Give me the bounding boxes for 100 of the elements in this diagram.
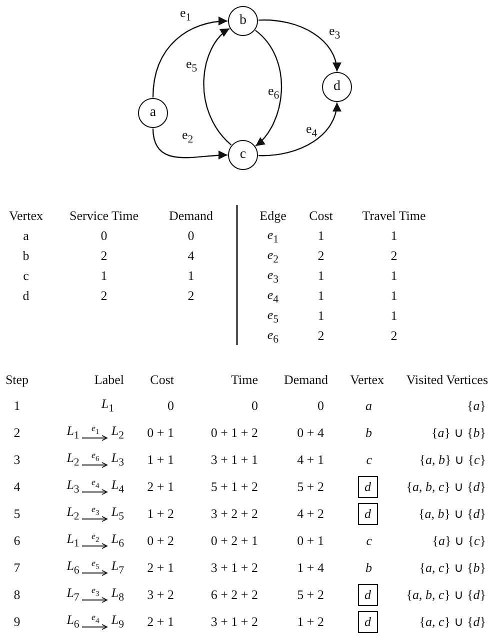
edge-symbol: e$_{6}$ [267,326,279,346]
label-symbol: L$_{6}$ [66,612,80,631]
arrow [255,30,282,146]
value-text: 2 [318,248,324,264]
vertex-name: b [22,248,30,264]
step-number: 3 [14,452,20,468]
formula-text: 6 + 2 + 2 [210,586,258,602]
formula-text: 2 + 1 [147,560,174,576]
highlighted-vertex: d [358,610,378,632]
set-text: {a} [467,398,487,414]
formula-text: 5 + 2 [297,586,325,602]
value-text: 1 [100,268,108,284]
edge-symbol: e$_{6}$ [91,450,100,462]
formula-text: 3 + 2 [147,586,174,602]
label-symbol: L$_{5}$ [111,504,124,523]
formula-text: 3 + 1 + 2 [210,560,258,576]
value-text: 2 [188,288,194,304]
value-text: 1 [390,288,398,304]
label-symbol: L$_{4}$ [111,477,124,496]
value-text: 1 [188,268,194,284]
label-symbol: L$_{7}$ [111,558,124,577]
column-header: Time [231,372,258,388]
label-symbol: L$_{8}$ [111,585,124,604]
step-number: 8 [14,586,20,602]
step-number: 5 [14,506,20,522]
label-symbol: L$_{9}$ [111,612,124,631]
formula-text: 1 + 2 [297,614,325,630]
set-text: {a} ∪ {c} [432,532,487,548]
value-text: 0 [188,228,194,244]
label-symbol: L$_{3}$ [66,477,80,496]
arrow [258,20,341,72]
column-header: Demand [284,372,328,388]
label-symbol: L$_{2}$ [66,450,80,469]
edge-symbol: e$_{4}$ [91,612,100,624]
edge-label: e$_{5}$ [186,57,198,74]
vertex-name: d [22,288,30,304]
formula-text: 1 + 1 [147,452,174,468]
highlighted-vertex: d [358,584,378,606]
label-symbol: L$_{1}$ [101,396,115,415]
formula-text: 0 [168,398,174,414]
formula-text: 0 + 1 [147,424,174,440]
value-text: 1 [390,228,398,244]
edge-label: e$_{6}$ [268,84,280,102]
formula-text: 2 + 1 [147,478,174,494]
label-symbol: L$_{2}$ [66,504,80,523]
vertex-name: b [366,560,373,576]
value-text: 1 [390,308,398,324]
vertex-circle: a [138,98,168,128]
edge-symbol: e$_{2}$ [267,246,279,266]
set-text: {a, c} ∪ {b} [419,560,487,576]
step-number: 2 [14,424,20,440]
formula-text: 3 + 1 + 2 [210,614,258,630]
formula-text: 0 [318,398,325,414]
label-symbol: L$_{6}$ [111,531,124,550]
value-text: 2 [100,288,108,304]
vertex-circle: c [228,140,258,170]
column-header: Demand [168,208,214,224]
label-symbol: L$_{7}$ [66,585,80,604]
formula-text: 4 + 1 [297,452,325,468]
arrow [203,28,232,146]
column-header: Cost [150,372,174,388]
column-header: Step [5,372,29,388]
set-text: {a, b, c} ∪ {d} [406,478,487,494]
formula-text: 1 + 4 [297,560,325,576]
value-text: 1 [318,288,324,304]
value-text: 2 [100,248,108,264]
vertex-name: c [366,452,373,468]
edge-symbol: e$_{5}$ [91,558,100,570]
vertex-name: c [23,268,29,284]
arrow [152,128,228,160]
column-header: Visited Vertices [406,372,488,388]
column-header: Label [94,372,124,388]
highlighted-vertex: d [358,476,378,498]
edge-symbol: e$_{4}$ [267,286,279,306]
vertex-circle: b [228,6,258,36]
edge-symbol: e$_{1}$ [91,424,100,436]
step-number: 7 [14,560,20,576]
step-number: 6 [14,532,20,548]
edge-symbol: e$_{1}$ [267,226,279,246]
edge-label: e$_{2}$ [182,128,194,146]
step-number: 9 [14,614,20,630]
arrow [152,17,228,98]
edge-label: e$_{3}$ [329,24,340,42]
vertex-name: a [23,228,29,244]
set-text: {a} ∪ {b} [432,424,487,440]
column-header: Cost [309,208,333,224]
vertex-name: a [366,398,373,414]
edge-label: e$_{4}$ [306,122,318,140]
value-text: 2 [318,328,324,344]
value-text: 0 [100,228,108,244]
formula-text: 0 + 2 [147,532,174,548]
edge-symbol: e$_{3}$ [91,586,100,598]
value-text: 2 [390,328,398,344]
column-header: Vertex [9,208,43,224]
value-text: 2 [390,248,398,264]
formula-text: 3 + 1 + 1 [210,452,258,468]
edge-symbol: e$_{3}$ [267,266,279,286]
column-header: Service Time [70,208,138,224]
value-text: 1 [318,228,324,244]
set-text: {a, b, c} ∪ {d} [406,586,487,602]
